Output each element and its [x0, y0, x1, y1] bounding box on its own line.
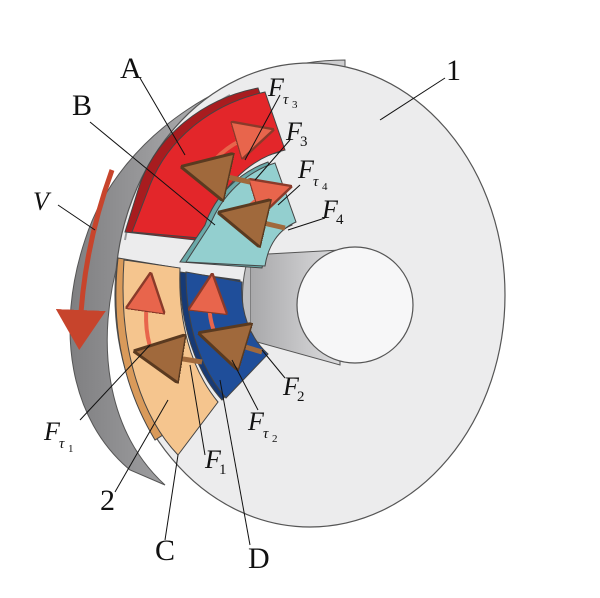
label-F-1: F 1: [204, 445, 227, 478]
svg-text:F: F: [321, 195, 339, 224]
svg-text:1: 1: [219, 462, 227, 478]
force-arrow-4: [242, 218, 286, 228]
force-arrow-2: [222, 340, 263, 352]
label-V: V: [33, 187, 52, 216]
svg-text:1: 1: [68, 443, 74, 455]
label-1: 1: [446, 54, 461, 87]
leader-lines: [57, 77, 446, 546]
svg-text:F: F: [43, 417, 61, 446]
svg-text:3: 3: [292, 99, 298, 111]
label-D: D: [248, 542, 270, 575]
label-F-4: F 4: [321, 195, 344, 228]
svg-text:τ: τ: [283, 92, 289, 108]
force-arrow-3: [205, 172, 251, 182]
label-B: B: [72, 89, 92, 122]
svg-text:2: 2: [272, 433, 278, 445]
svg-text:F: F: [204, 445, 222, 474]
label-C: C: [155, 534, 175, 567]
svg-text:F: F: [282, 372, 300, 401]
label-F-tau-3: F τ 3: [267, 73, 298, 111]
svg-text:4: 4: [336, 212, 344, 228]
svg-text:τ: τ: [263, 426, 269, 442]
velocity-arrow: [55, 169, 115, 350]
svg-text:3: 3: [300, 134, 308, 150]
svg-text:2: 2: [297, 389, 305, 405]
svg-text:F: F: [285, 117, 303, 146]
svg-text:F: F: [247, 407, 265, 436]
force-arrow-1: [158, 355, 203, 362]
svg-text:F: F: [297, 155, 315, 184]
svg-text:τ: τ: [313, 174, 319, 190]
hub-shaft: [242, 246, 414, 366]
label-F-3: F 3: [285, 117, 308, 150]
svg-text:τ: τ: [59, 436, 65, 452]
label-F-tau-2: F τ 2: [247, 407, 278, 445]
label-F-tau-1: F τ 1: [43, 417, 74, 455]
label-F-2: F 2: [282, 372, 305, 405]
svg-text:F: F: [267, 73, 285, 102]
label-F-tau-4: F τ 4: [297, 155, 328, 193]
svg-text:4: 4: [322, 181, 328, 193]
label-2: 2: [100, 484, 115, 517]
label-A: A: [120, 52, 142, 85]
